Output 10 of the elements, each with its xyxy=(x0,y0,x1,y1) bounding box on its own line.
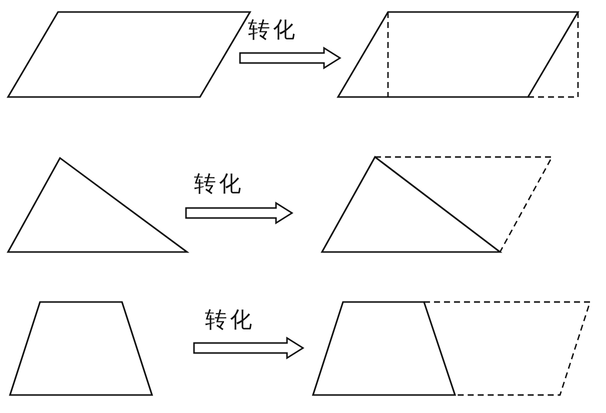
arrow xyxy=(193,336,304,360)
arrow xyxy=(185,202,294,224)
arrow xyxy=(239,46,342,70)
edge-label: 转化 xyxy=(248,18,298,44)
parallelogram-shape xyxy=(336,10,582,100)
parallelogram-shape xyxy=(311,300,593,398)
edge-label: 转化 xyxy=(194,172,244,198)
edge-label: 转化 xyxy=(205,308,255,334)
triangle-shape xyxy=(6,155,190,255)
trapezoid-shape xyxy=(8,300,155,398)
